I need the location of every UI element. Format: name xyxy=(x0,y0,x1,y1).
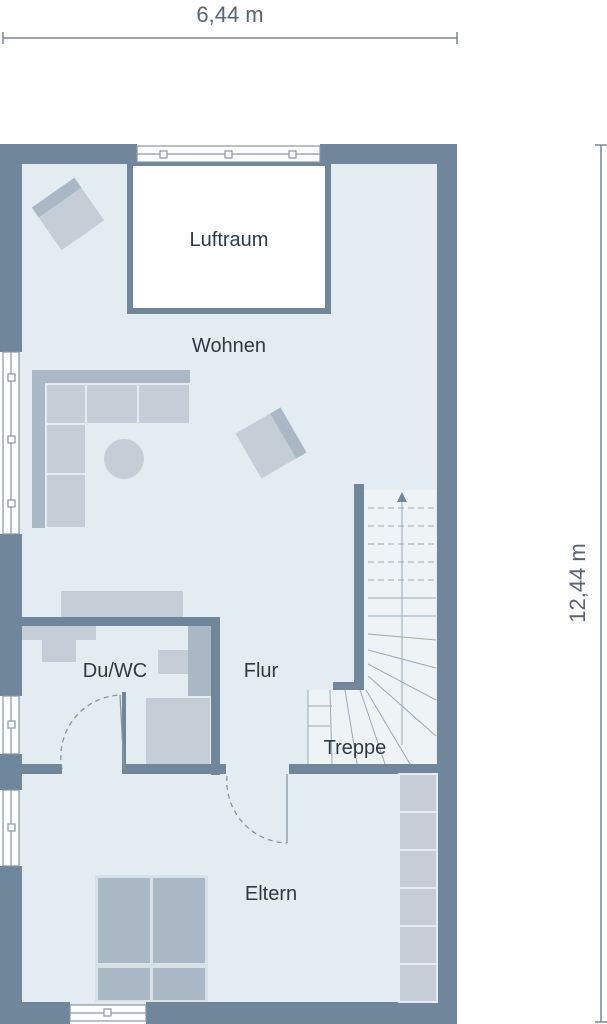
window-top xyxy=(136,145,321,163)
interior-walls xyxy=(22,484,437,775)
room-label-duwc: Du/WC xyxy=(83,660,147,682)
sofa xyxy=(32,370,191,529)
outer-walls xyxy=(0,144,457,1024)
washbasin xyxy=(42,640,76,662)
vanity-counter xyxy=(22,626,96,640)
room-label-treppe: Treppe xyxy=(324,737,387,759)
room-label-luftraum: Luftraum xyxy=(190,229,269,251)
window-left-eltern xyxy=(2,789,20,867)
door-duwc xyxy=(60,694,125,770)
armchair-top-left xyxy=(31,177,105,251)
stairs xyxy=(307,490,437,765)
width-dimension-label: 6,44 m xyxy=(196,2,263,27)
window-left-duwc xyxy=(2,695,20,755)
height-dimension: 12,44 m xyxy=(565,144,607,1023)
room-label-eltern: Eltern xyxy=(245,883,297,905)
room-label-flur: Flur xyxy=(244,660,279,682)
coffee-table xyxy=(104,439,144,479)
toilet xyxy=(158,650,188,674)
shower xyxy=(146,698,210,764)
window-bottom xyxy=(69,1004,147,1022)
wardrobe xyxy=(398,773,438,1003)
sideboard xyxy=(61,591,183,617)
armchair-right xyxy=(235,407,307,479)
width-dimension: 6,44 m xyxy=(2,2,458,44)
stair-arrow-icon xyxy=(397,492,407,502)
height-dimension-label: 12,44 m xyxy=(565,543,590,623)
window-left-wohnen xyxy=(2,351,20,535)
double-bed xyxy=(95,875,208,1002)
luftraum-void xyxy=(127,160,331,314)
room-label-wohnen: Wohnen xyxy=(192,335,266,357)
door-eltern xyxy=(226,774,288,844)
toilet-cistern xyxy=(188,626,211,696)
